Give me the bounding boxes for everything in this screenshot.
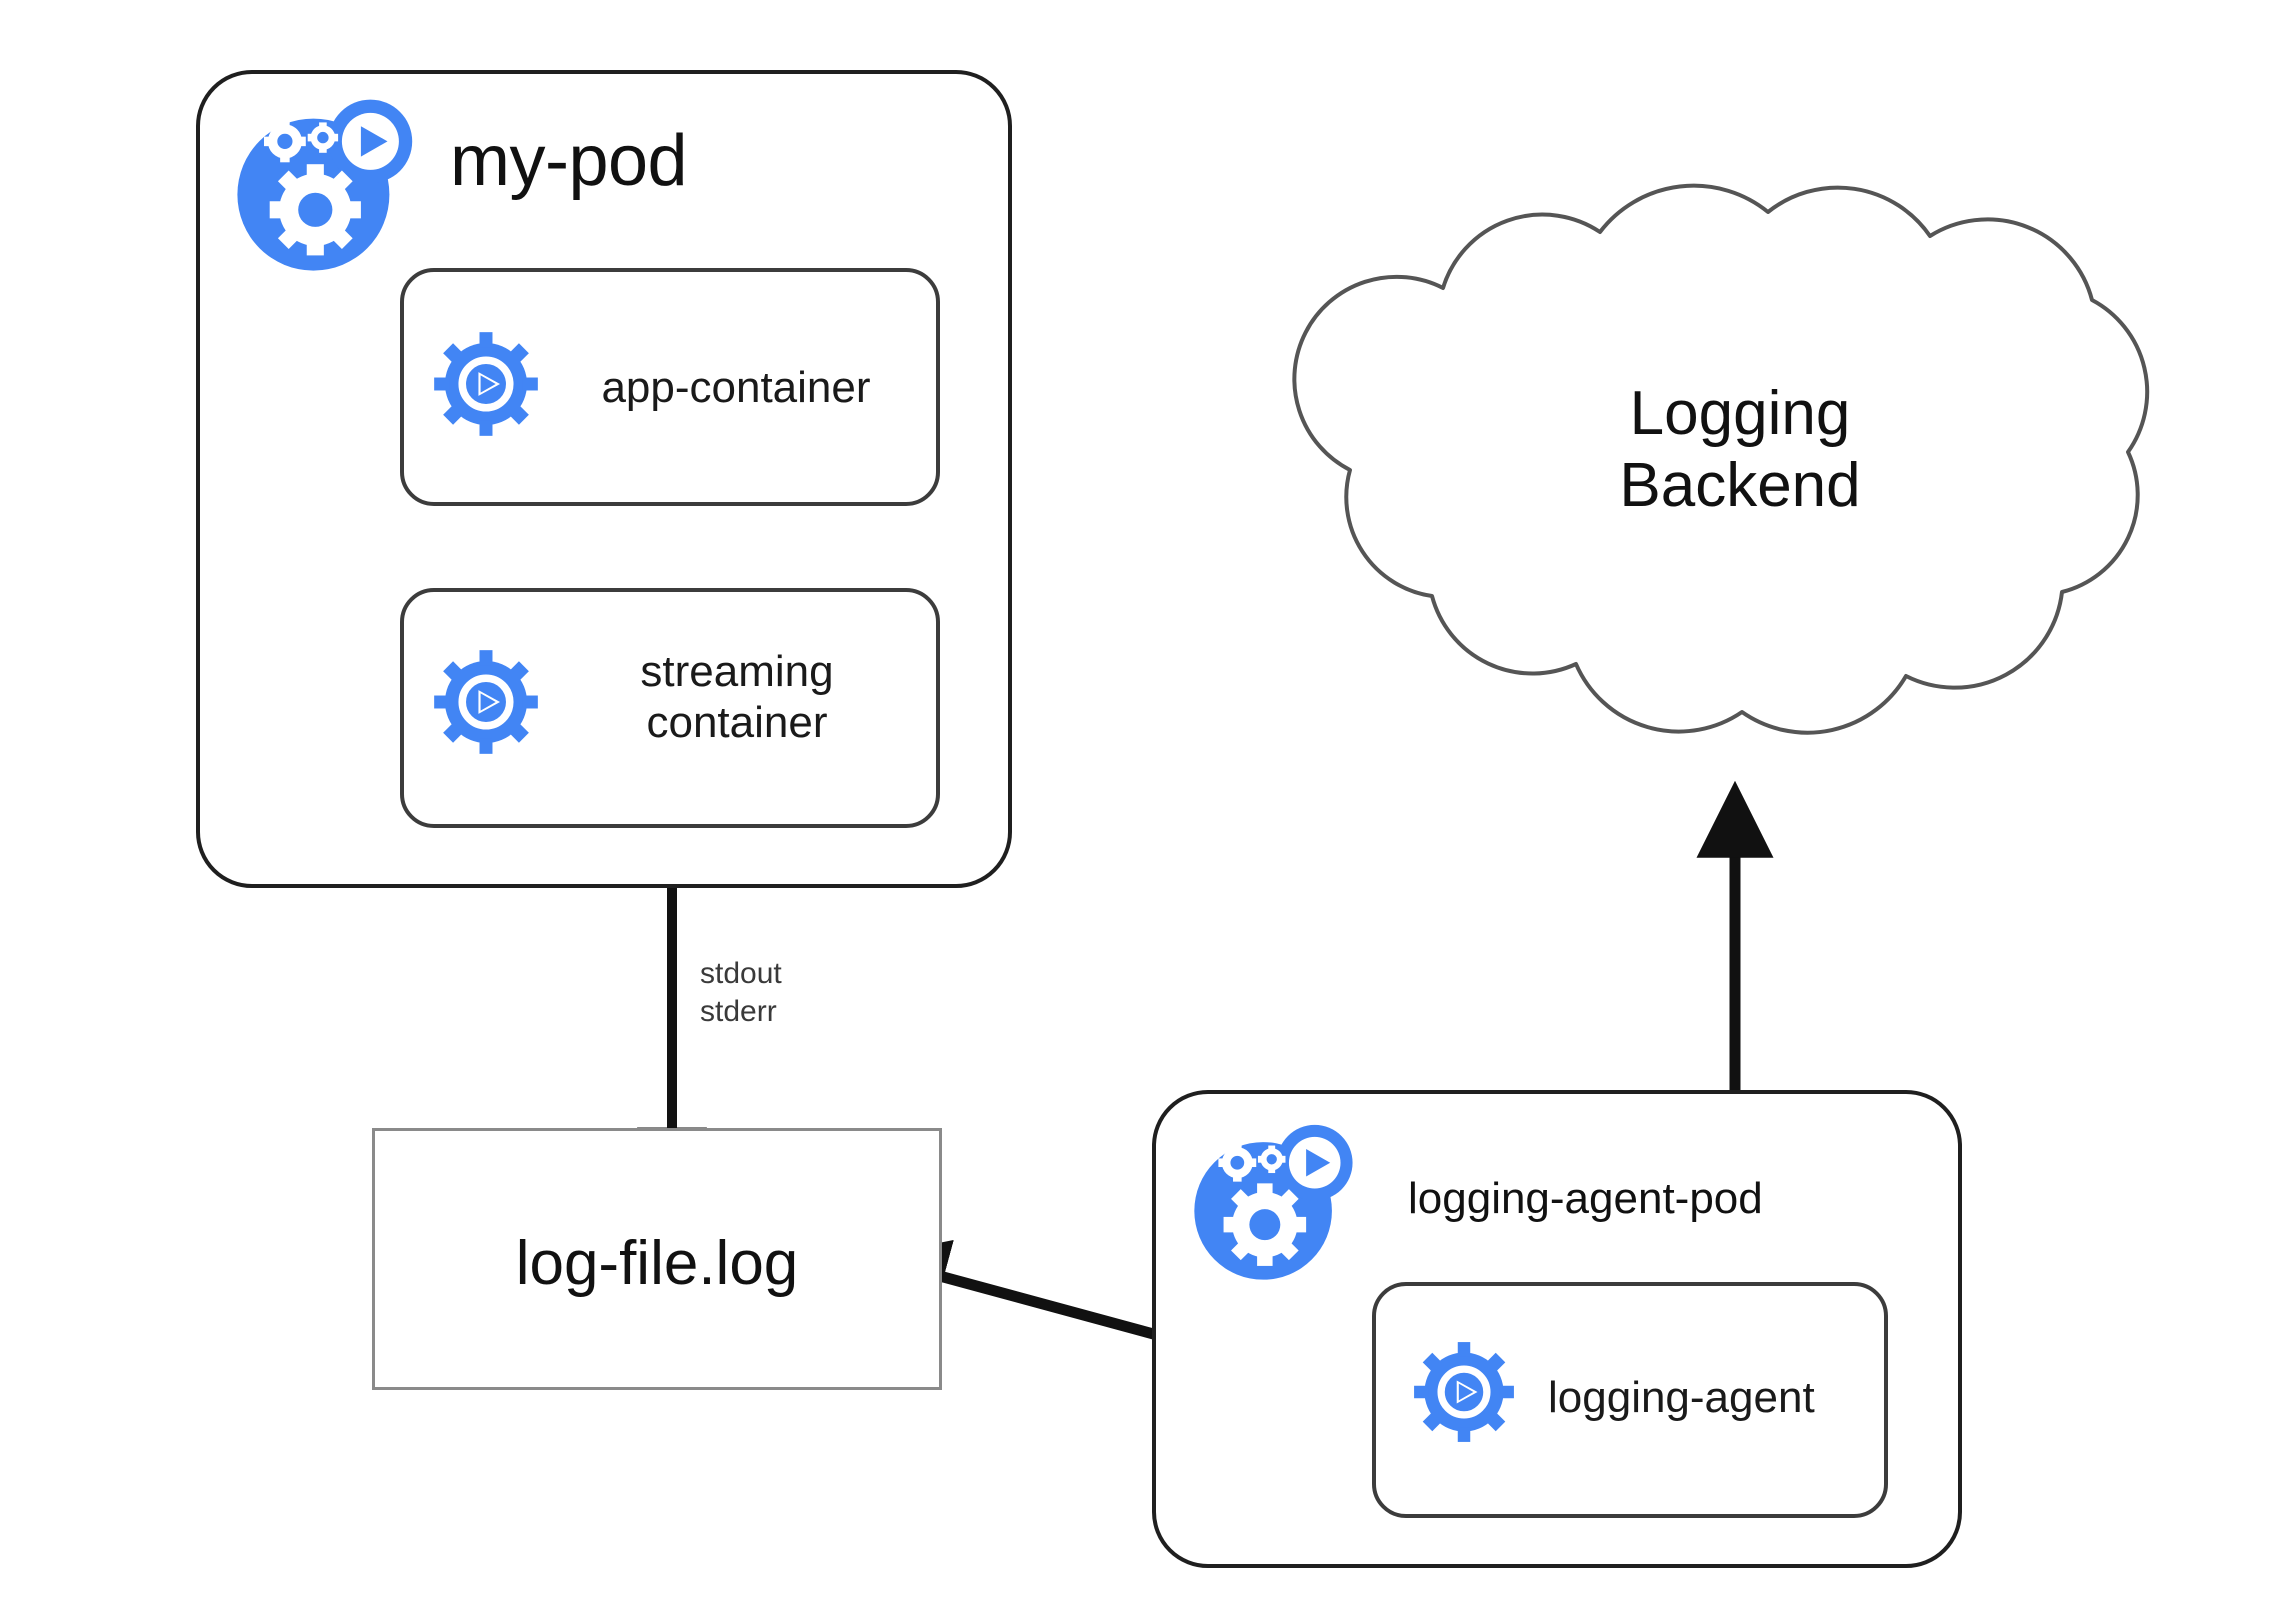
container-app-container-label: app-container: [601, 363, 871, 412]
edge-label-stdout-stderr: stdout stderr: [700, 957, 782, 1028]
node-log-file[interactable]: [372, 1128, 942, 1390]
container-gear-play-icon: [432, 648, 540, 756]
kubernetes-pod-icon: [226, 92, 416, 282]
cloud-shape: [1292, 183, 2150, 735]
node-logging-backend-label: Logging Backend: [1619, 379, 1861, 520]
container-gear-play-icon: [432, 330, 540, 438]
kubernetes-pod-icon: [1184, 1118, 1356, 1290]
container-gear-play-icon: [1412, 1340, 1516, 1444]
pod-logging-agent-pod-label: logging-agent-pod: [1408, 1174, 1763, 1223]
node-log-file-label: log-file.log: [515, 1229, 799, 1298]
container-logging-agent-label: logging-agent: [1548, 1373, 1815, 1422]
container-streaming-container-label: streaming container: [640, 647, 834, 748]
pod-my-pod-label: my-pod: [450, 121, 688, 201]
